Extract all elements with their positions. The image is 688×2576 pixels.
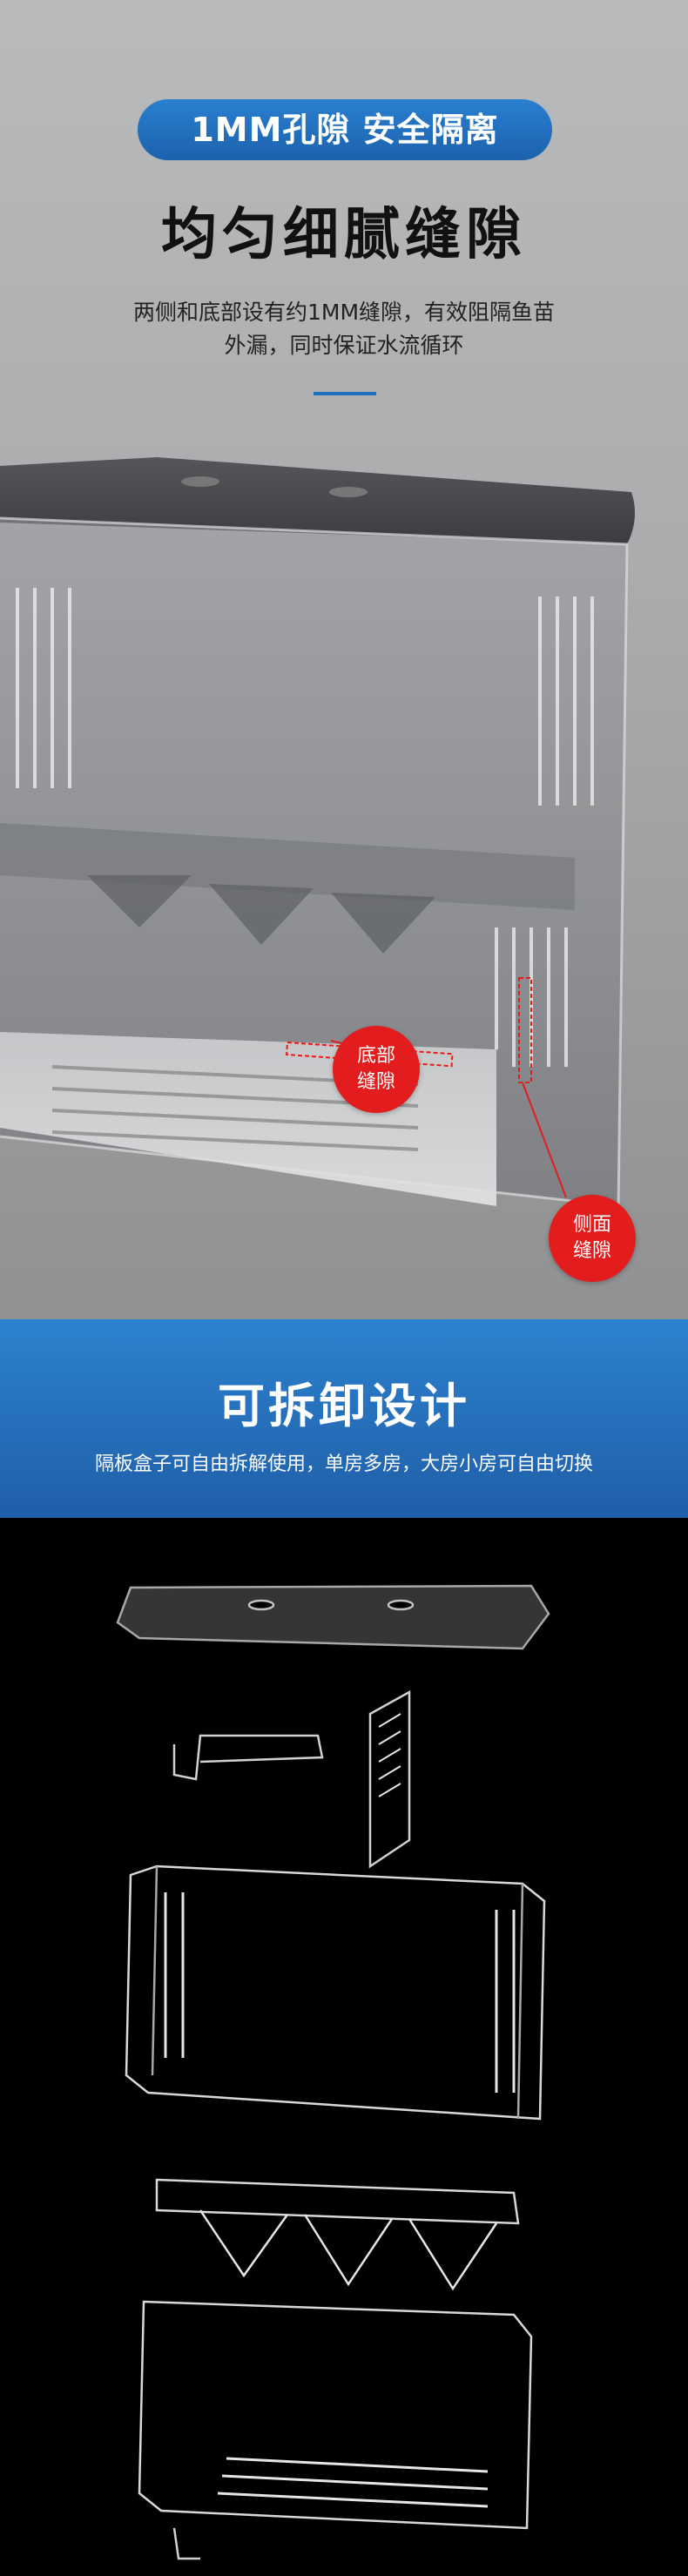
- gap-section-title: 均匀细腻缝隙: [161, 203, 527, 267]
- side-gap-callout-line2: 缝隙: [572, 1240, 611, 1262]
- bottom-gap-callout-line2: 缝隙: [356, 1071, 395, 1093]
- feature-pill-badge: 1MM孔隙 安全隔离: [138, 99, 552, 160]
- gap-section-description: 两侧和底部设有约1MM缝隙，有效阻隔鱼苗 外漏，同时保证水流循环: [83, 296, 605, 362]
- detachable-section-title: 可拆卸设计: [218, 1379, 470, 1433]
- title-underline-divider: [314, 392, 376, 395]
- gap-feature-section: 1MM孔隙 安全隔离 均匀细腻缝隙 两侧和底部设有约1MM缝隙，有效阻隔鱼苗 外…: [0, 0, 688, 1319]
- exploded-view-section: [0, 1518, 688, 2576]
- detachable-design-banner: 可拆卸设计 隔板盒子可自由拆解使用，单房多房，大房小房可自由切换: [0, 1319, 688, 1518]
- breeding-box-closeup-image: [0, 457, 635, 1208]
- upper-box-part: [125, 1865, 546, 2121]
- triangle-tray-part: [155, 2178, 520, 2225]
- side-gap-callout-line1: 侧面: [572, 1214, 611, 1236]
- gap-description-line-2: 外漏，同时保证水流循环: [224, 333, 464, 358]
- detachable-section-description: 隔板盒子可自由拆解使用，单房多房，大房小房可自由切换: [94, 1453, 593, 1475]
- exploded-parts-image: [116, 1584, 550, 2560]
- lower-box-part: [138, 2300, 533, 2530]
- side-gap-callout: 侧面 缝隙: [549, 1195, 636, 1282]
- connector-part: [172, 2527, 200, 2560]
- lid-part: [116, 1584, 550, 1650]
- gap-description-line-1: 两侧和底部设有约1MM缝隙，有效阻隔鱼苗: [132, 300, 556, 325]
- bottom-gap-callout-line1: 底部: [356, 1045, 395, 1067]
- water-pipe-part: [172, 1734, 324, 1781]
- bottom-gap-callout: 底部 缝隙: [333, 1026, 420, 1113]
- divider-plate-part: [368, 1689, 411, 1869]
